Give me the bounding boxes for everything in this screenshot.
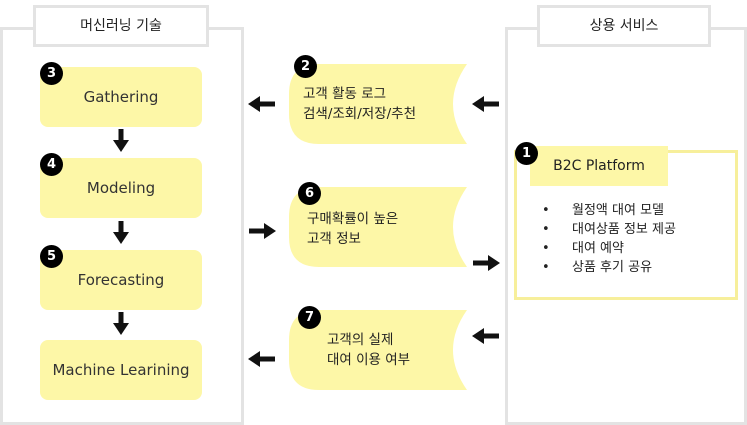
step-4-badge: 4: [40, 153, 63, 176]
bullet: •: [542, 260, 550, 275]
list-item: • 월정액 대여 모델: [542, 201, 732, 220]
b2c-platform-title: B2C Platform: [530, 146, 668, 186]
bullet: •: [542, 222, 550, 237]
purchase-probability-line2: 고객 정보: [307, 231, 361, 247]
down-arrow-icon: [113, 221, 129, 244]
step-forecasting-label: Forecasting: [77, 271, 165, 289]
activity-log-line2: 검색/조회/저장/추천: [303, 106, 417, 122]
bubble-6-badge: 6: [298, 182, 321, 205]
right-arrow-icon: [249, 223, 276, 239]
left-arrow-icon: [248, 351, 275, 367]
step-machine-learning: Machine Learining: [40, 340, 202, 400]
bullet: •: [542, 241, 550, 256]
feature-monthly-rental: 월정액 대여 모델: [572, 203, 664, 218]
step-3-badge: 3: [40, 62, 63, 85]
left-arrow-icon: [472, 328, 499, 344]
right-arrow-icon: [473, 255, 500, 271]
purchase-probability-line1: 구매확률이 높은: [307, 211, 399, 227]
feature-rental-reservation: 대여 예약: [572, 241, 624, 256]
b2c-platform-title-text: B2C Platform: [553, 158, 645, 174]
step-gathering-label: Gathering: [83, 88, 159, 106]
commercial-service-panel-title: 상용 서비스: [537, 5, 711, 47]
step-gathering: Gathering: [40, 67, 202, 127]
bullet: •: [542, 203, 550, 218]
list-item: • 대여상품 정보 제공: [542, 220, 732, 239]
activity-log-line1: 고객 활동 로그: [303, 86, 387, 102]
activity-log-bubble: 고객 활동 로그 검색/조회/저장/추천: [289, 64, 467, 144]
ml-technology-panel-title: 머신러닝 기술: [33, 5, 209, 47]
purchase-probability-bubble: 구매확률이 높은 고객 정보: [289, 187, 467, 267]
step-5-badge: 5: [40, 245, 63, 268]
feature-review-sharing: 상품 후기 공유: [572, 260, 653, 275]
left-arrow-icon: [472, 96, 499, 112]
down-arrow-icon: [113, 129, 129, 152]
actual-rental-line1: 고객의 실제: [327, 332, 394, 348]
platform-feature-list: • 월정액 대여 모델 • 대여상품 정보 제공 • 대여 예약 • 상품 후기 공유: [542, 201, 732, 277]
list-item: • 대여 예약: [542, 239, 732, 258]
actual-rental-bubble: 고객의 실제 대여 이용 여부: [289, 310, 467, 390]
bubble-shape: [289, 310, 467, 390]
step-modeling-label: Modeling: [86, 179, 156, 197]
bubble-shape: [289, 187, 467, 267]
step-forecasting: Forecasting: [40, 250, 202, 310]
feature-product-info: 대여상품 정보 제공: [572, 222, 676, 237]
bubble-shape: [289, 64, 467, 144]
bubble-7-badge: 7: [298, 306, 321, 329]
bubble-2-badge: 2: [294, 55, 317, 78]
left-arrow-icon: [248, 96, 275, 112]
list-item: • 상품 후기 공유: [542, 258, 732, 277]
down-arrow-icon: [113, 312, 129, 335]
platform-1-badge: 1: [515, 142, 538, 165]
step-machine-learning-label: Machine Learining: [52, 361, 190, 379]
actual-rental-line2: 대여 이용 여부: [327, 352, 411, 368]
step-modeling: Modeling: [40, 158, 202, 218]
